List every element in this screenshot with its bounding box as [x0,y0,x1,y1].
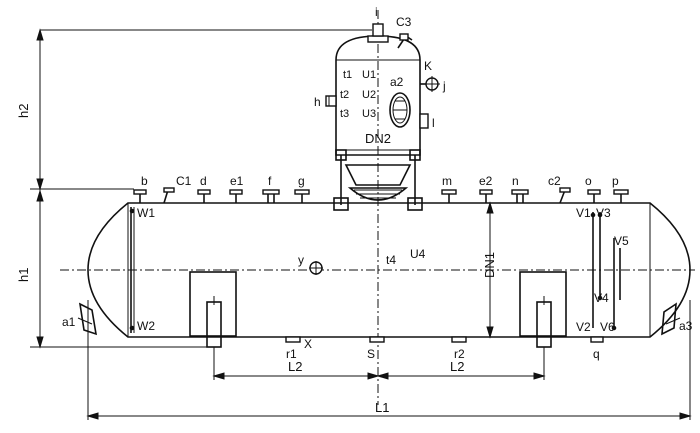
dimensions [30,28,692,420]
level-gauge-v56 [597,238,621,331]
manhole-a1 [77,302,98,336]
u4-label: U4 [410,247,426,261]
v4-label: V4 [594,291,609,305]
nozzle-c3-label: C3 [396,15,412,29]
v1-label: V1 [576,206,591,220]
dim-l1-label: L1 [375,400,389,415]
nozzle-g-label: g [298,174,305,188]
bottom-nozzles [285,336,604,343]
nozzle-e2-label: e2 [479,174,493,188]
nozzle-r2-label: r2 [454,347,465,361]
nozzle-c3 [397,33,413,49]
manhole-a3-label: a3 [679,319,693,333]
nozzle-i-label: i [375,5,378,19]
dim-h2-label: h2 [16,104,31,118]
nozzle-h-label: h [314,95,321,109]
left-saddle [189,271,237,348]
v5-label: V5 [614,234,629,248]
nozzle-j-label: j [442,79,446,93]
nozzle-f-label: f [268,174,272,188]
dim-dn2-label: DN2 [365,131,391,146]
nozzle-k-label: K [424,59,432,73]
nozzle-l-label: l [432,116,435,130]
v2-label: V2 [576,320,591,334]
w1-label: W1 [137,206,155,220]
dome-vessel [333,35,423,211]
nozzle-l [419,113,429,129]
nozzle-c1-label: C1 [176,174,192,188]
manhole-a2 [389,92,411,128]
nozzle-e1-label: e1 [230,174,244,188]
level-gauge-w [129,207,135,333]
nozzle-s-label: S [367,347,375,361]
top-nozzles [133,187,629,204]
nozzle-y-label: y [298,253,304,267]
t3-label: t3 [340,108,349,120]
nozzle-y [309,261,323,275]
u1-label: U1 [362,69,376,81]
manhole-a2-label: a2 [390,75,404,89]
nozzle-o-label: o [585,174,592,188]
u2-label: U2 [362,89,376,101]
dim-l2-right-label: L2 [450,359,464,374]
nozzle-i [367,23,389,43]
nozzle-q-label: q [593,347,600,361]
v6-label: V6 [600,320,615,334]
level-gauge-v13 [590,212,603,328]
nozzle-b-label: b [141,174,148,188]
manhole-a1-label: a1 [62,315,76,329]
nozzle-j [420,76,440,92]
nozzle-c2-label: c2 [548,174,561,188]
nozzle-h [325,95,337,107]
dim-h1-label: h1 [16,268,31,282]
dim-dn1-label: DN1 [482,252,497,278]
u3-label: U3 [362,108,376,120]
manhole-a3 [661,302,681,336]
v3-label: V3 [596,206,611,220]
nozzle-m-label: m [442,174,452,188]
nozzle-r1-label: r1 [286,347,297,361]
nozzle-n-label: n [512,174,519,188]
t2-label: t2 [340,89,349,101]
t4-label: t4 [386,253,396,267]
nozzle-d-label: d [200,174,207,188]
nozzle-x-label: X [304,337,312,351]
w2-label: W2 [137,319,155,333]
nozzle-p-label: p [612,174,619,188]
t1-label: t1 [343,69,352,81]
dim-l2-left-label: L2 [288,359,302,374]
right-saddle [519,271,567,348]
